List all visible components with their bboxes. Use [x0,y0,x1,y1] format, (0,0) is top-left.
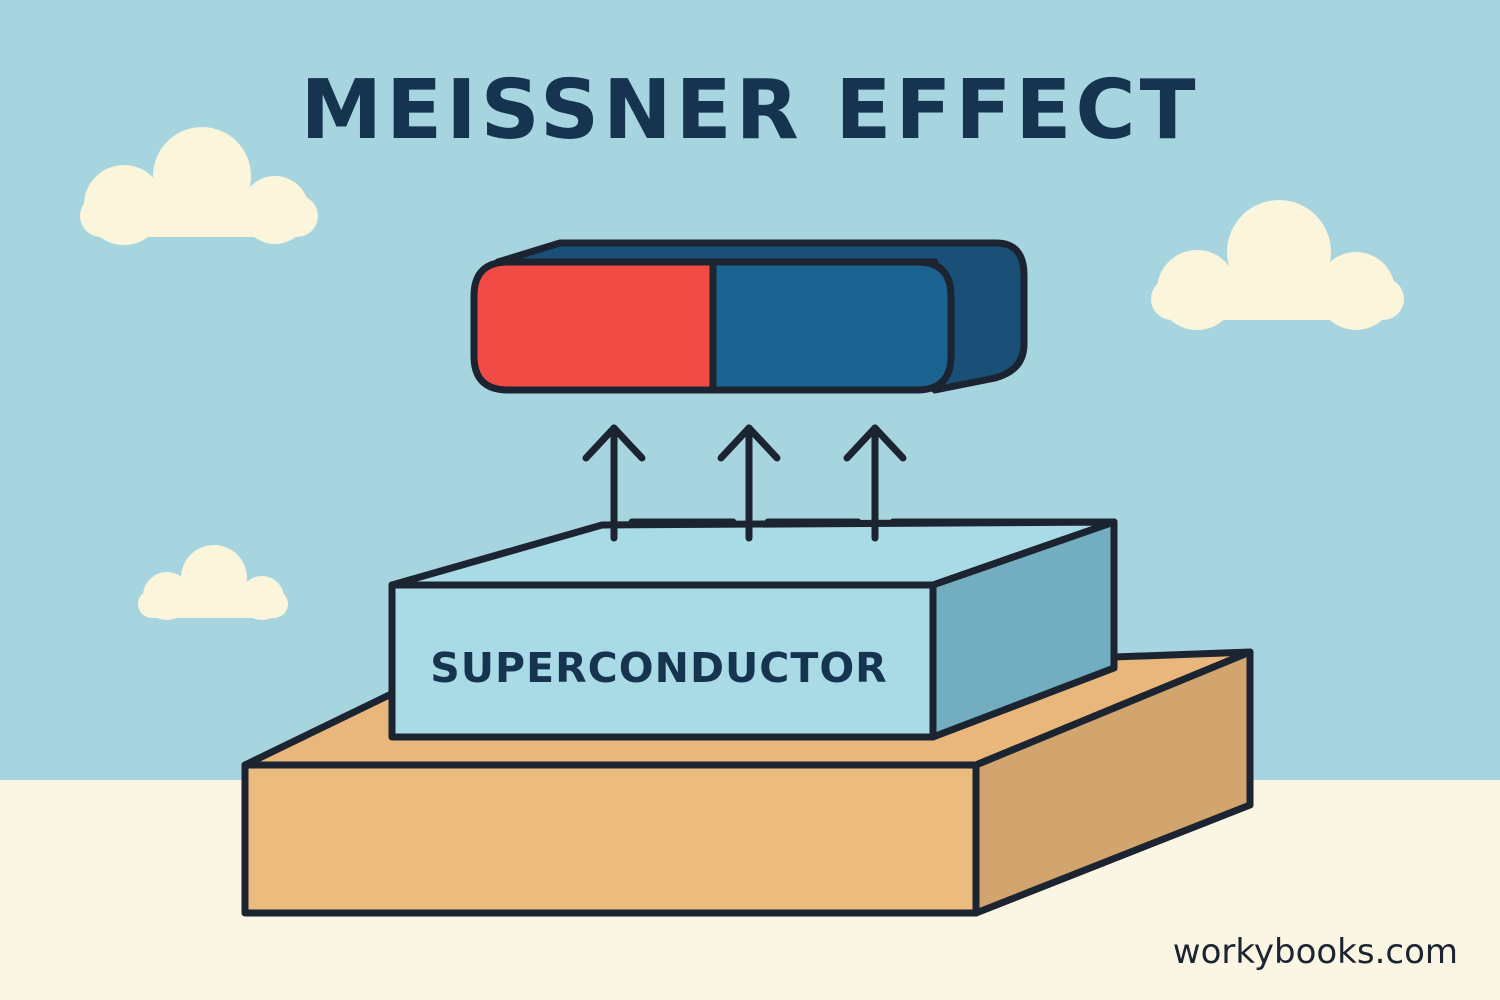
cloud-icon [1151,200,1404,330]
floating-magnet [470,239,1028,394]
magnet-top-face [494,239,1028,394]
up-arrow-icon [717,424,781,542]
cloud-icon [80,127,318,245]
page-title: MEISSNER EFFECT [300,63,1199,158]
up-arrow-icon [582,424,646,542]
cloud-icon [138,545,288,620]
base-block-front [241,761,980,917]
watermark-text: workybooks.com [1173,932,1458,972]
superconductor-front [388,581,937,741]
superconductor-block [388,518,1118,741]
magnet-south-pole [709,258,955,394]
magnet-north-pole [470,258,717,394]
superconductor-label: SUPERCONDUCTOR [430,644,888,692]
up-arrow-icon [843,424,907,542]
